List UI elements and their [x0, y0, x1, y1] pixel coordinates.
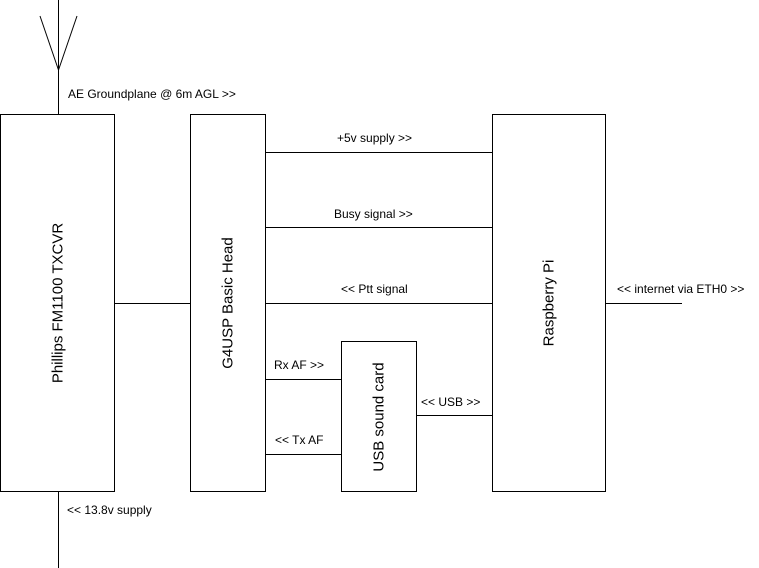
ptt-label: << Ptt signal — [341, 282, 408, 296]
internet-label: << internet via ETH0 >> — [617, 282, 745, 296]
usb-label: << USB >> — [421, 395, 481, 409]
head-block: G4USP Basic Head — [190, 114, 266, 492]
supply-13v8-label: << 13.8v supply — [67, 503, 152, 517]
transceiver-label: Phillips FM1100 TXCVR — [49, 222, 66, 384]
antenna-label: AE Groundplane @ 6m AGL >> — [68, 87, 236, 101]
antenna-icon — [39, 0, 78, 114]
tx-af-label: << Tx AF — [275, 433, 324, 447]
pi-label: Raspberry Pi — [540, 259, 558, 347]
pi-block: Raspberry Pi — [492, 114, 606, 492]
busy-label: Busy signal >> — [334, 207, 413, 221]
sound-card-label: USB sound card — [370, 361, 388, 472]
head-label: G4USP Basic Head — [219, 237, 237, 369]
sound-card-block: USB sound card — [341, 341, 417, 492]
transceiver-block: Phillips FM1100 TXCVR — [0, 114, 115, 492]
rx-af-label: Rx AF >> — [274, 358, 325, 372]
supply-5v-label: +5v supply >> — [337, 131, 413, 145]
